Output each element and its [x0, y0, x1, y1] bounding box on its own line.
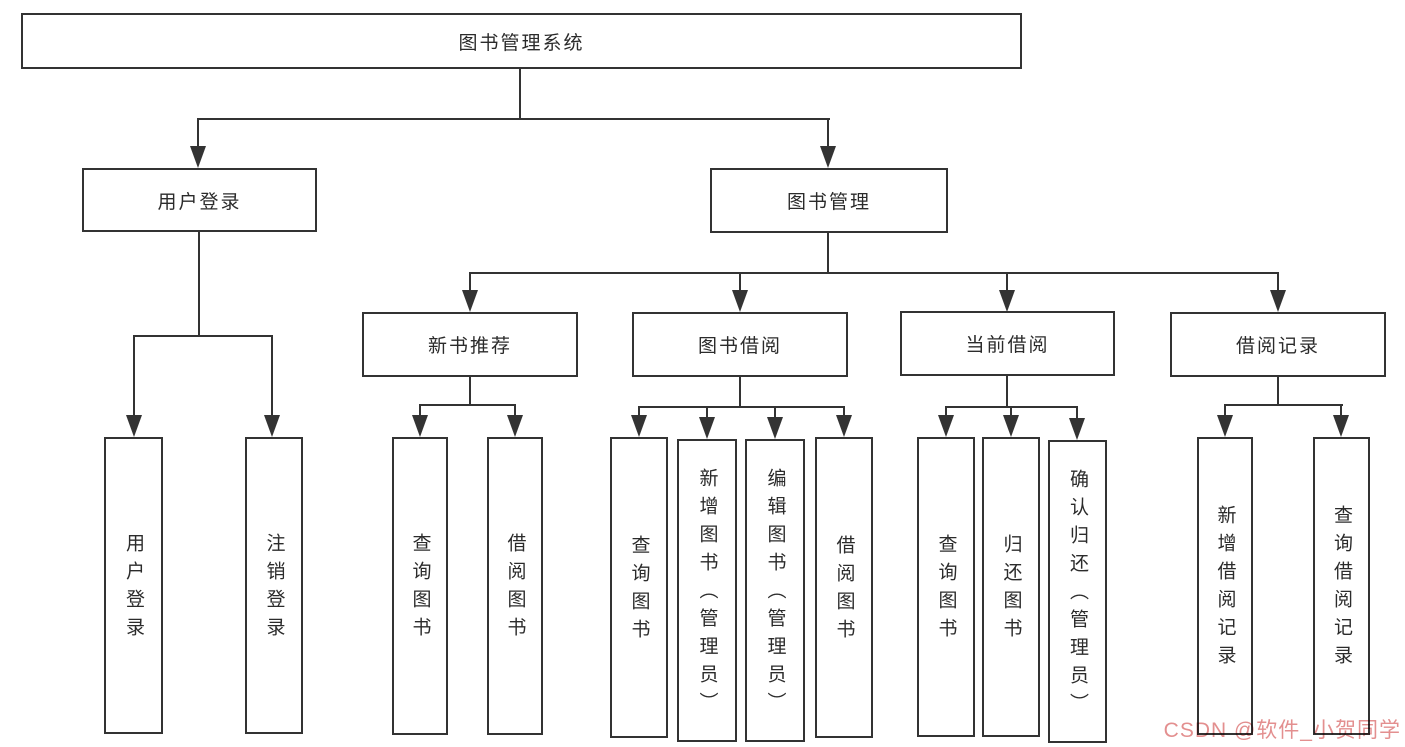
node-user-login: 用户登录 [82, 168, 317, 232]
arrow-down-icon [1333, 415, 1349, 437]
csdn-watermark: CSDN @软件_小贺同学 [1163, 719, 1401, 742]
arrow-down-icon [1270, 290, 1286, 312]
arrow-down-icon [1217, 415, 1233, 437]
node-book-borrow: 图书借阅 [632, 312, 848, 377]
connector-line [1006, 272, 1008, 292]
arrow-down-icon [732, 290, 748, 312]
connector-line [1340, 404, 1342, 418]
connector-line [1224, 404, 1343, 406]
connector-line [197, 118, 199, 150]
connector-line [519, 69, 521, 119]
connector-line [469, 272, 1279, 274]
leaf-query-book-3: 查询图书 [917, 437, 975, 737]
connector-line [1277, 377, 1279, 405]
connector-line [1224, 404, 1226, 418]
connector-line [739, 272, 741, 292]
arrow-down-icon [631, 415, 647, 437]
connector-line [1010, 406, 1012, 418]
leaf-query-book-1: 查询图书 [392, 437, 448, 735]
node-current-borrow: 当前借阅 [900, 311, 1115, 376]
arrow-down-icon [1003, 415, 1019, 437]
leaf-borrow-book-1: 借阅图书 [487, 437, 543, 735]
connector-line [271, 335, 273, 417]
connector-line [774, 406, 776, 420]
connector-line [638, 406, 640, 418]
arrow-down-icon [820, 146, 836, 168]
connector-line [469, 272, 471, 292]
leaf-user-login: 用户登录 [104, 437, 163, 734]
connector-line [419, 404, 516, 406]
connector-line [638, 406, 845, 408]
arrow-down-icon [126, 415, 142, 437]
leaf-add-borrow-record: 新增借阅记录 [1197, 437, 1253, 735]
leaf-borrow-book-2: 借阅图书 [815, 437, 873, 738]
connector-line [419, 404, 421, 418]
leaf-confirm-return-admin: 确认归还（管理员） [1048, 440, 1107, 743]
arrow-down-icon [264, 415, 280, 437]
node-root: 图书管理系统 [21, 13, 1022, 69]
connector-line [198, 232, 200, 336]
connector-line [843, 406, 845, 418]
connector-line [1076, 406, 1078, 420]
leaf-edit-book-admin: 编辑图书（管理员） [745, 439, 805, 742]
arrow-down-icon [999, 290, 1015, 312]
connector-line [827, 118, 829, 150]
leaf-return-book: 归还图书 [982, 437, 1040, 737]
arrow-down-icon [462, 290, 478, 312]
arrow-down-icon [412, 415, 428, 437]
connector-line [827, 233, 829, 273]
node-book-management: 图书管理 [710, 168, 948, 233]
arrow-down-icon [190, 146, 206, 168]
leaf-add-book-admin: 新增图书（管理员） [677, 439, 737, 742]
connector-line [739, 377, 741, 407]
connector-line [514, 404, 516, 418]
arrow-down-icon [507, 415, 523, 437]
arrow-down-icon [1069, 418, 1085, 440]
connector-line [1277, 272, 1279, 292]
connector-line [133, 335, 135, 417]
connector-line [1006, 376, 1008, 407]
arrow-down-icon [836, 415, 852, 437]
arrow-down-icon [767, 417, 783, 439]
leaf-logout: 注销登录 [245, 437, 303, 734]
connector-line [706, 406, 708, 420]
connector-line [469, 377, 471, 405]
leaf-query-book-2: 查询图书 [610, 437, 668, 738]
leaf-query-borrow-record: 查询借阅记录 [1313, 437, 1370, 735]
connector-line [133, 335, 273, 337]
connector-line [945, 406, 947, 418]
node-borrow-records: 借阅记录 [1170, 312, 1386, 377]
arrow-down-icon [699, 417, 715, 439]
arrow-down-icon [938, 415, 954, 437]
node-new-book-recommend: 新书推荐 [362, 312, 578, 377]
connector-line [197, 118, 830, 120]
